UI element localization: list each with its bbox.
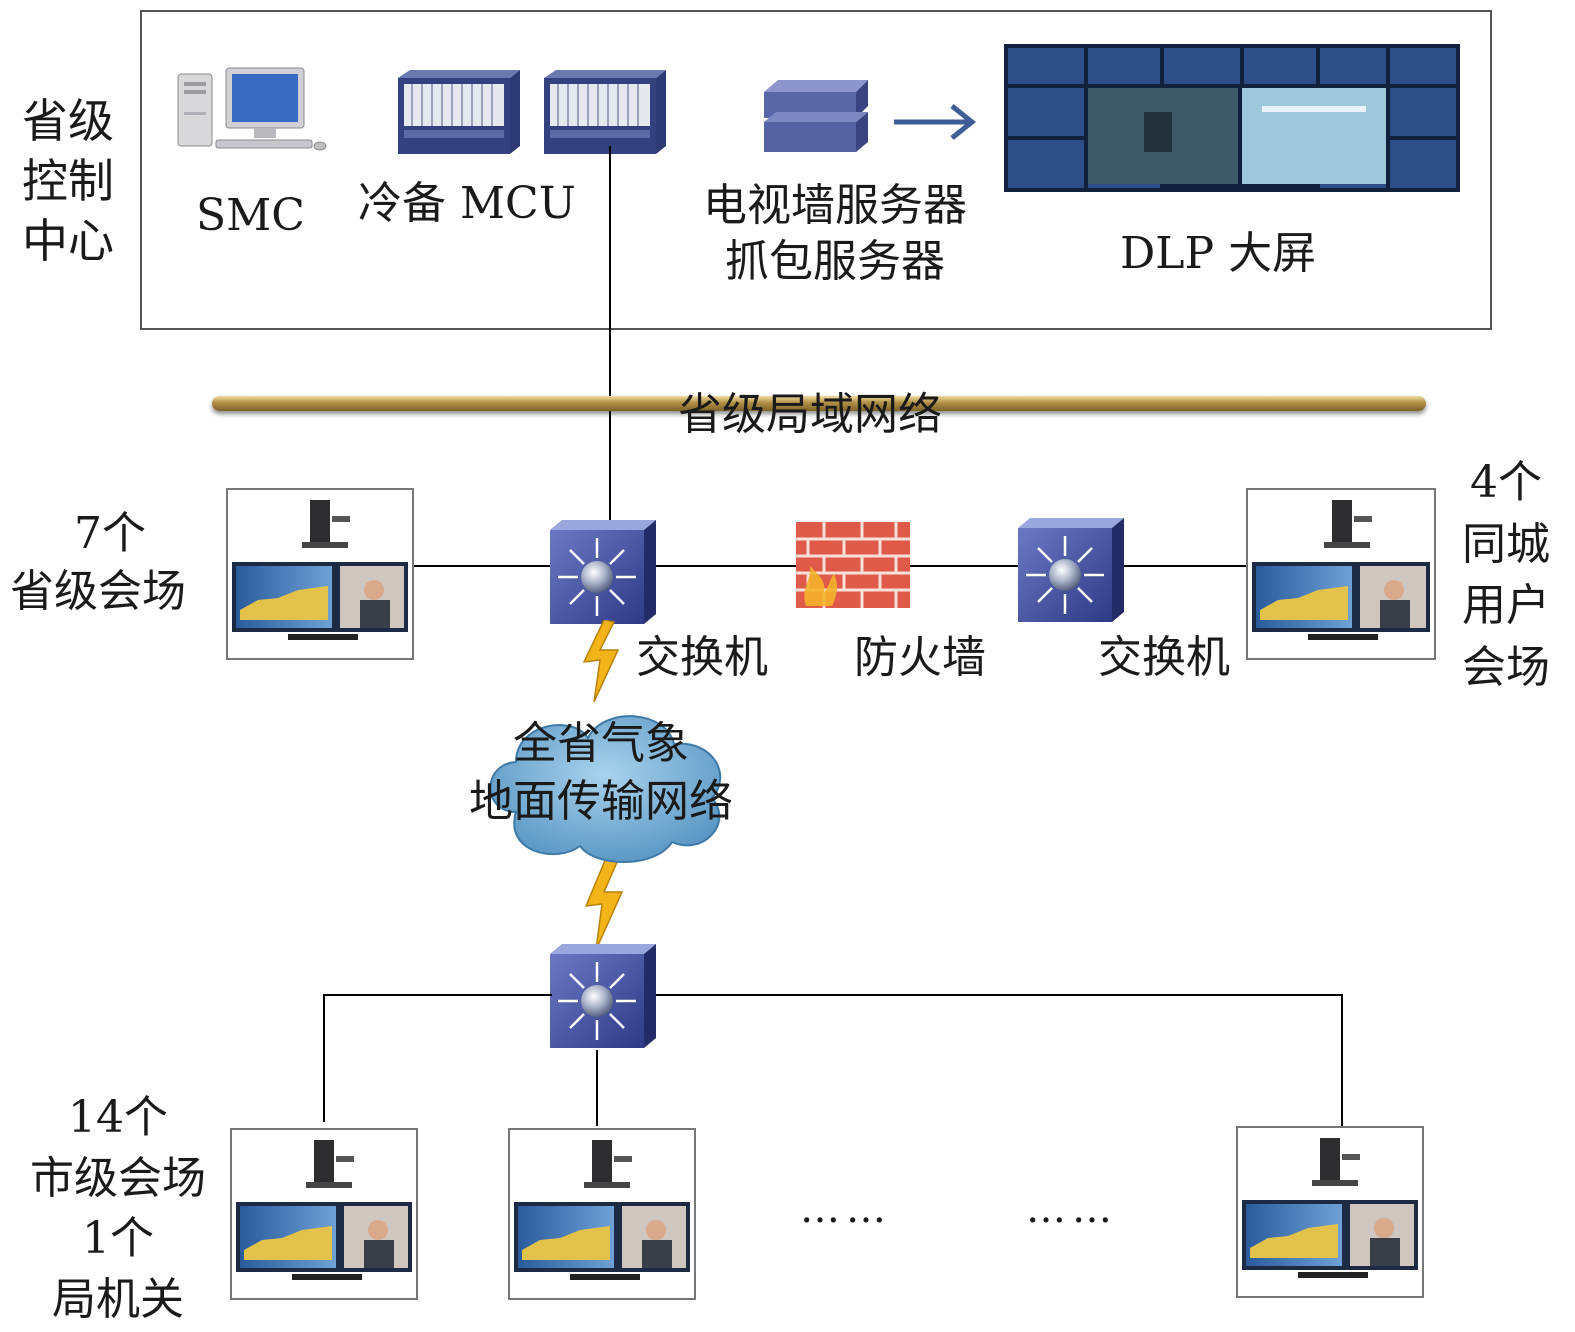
city-users-label: 4个 同城 用户 会场 — [1462, 457, 1550, 693]
computer-icon — [177, 67, 327, 151]
municipal-venue-terminal — [508, 1128, 696, 1300]
arrow-right-icon — [894, 104, 977, 140]
provincial-venue-terminal — [226, 488, 414, 660]
drop-line — [596, 1050, 598, 1126]
municipal-venue-terminal — [230, 1128, 418, 1300]
ellipsis: …… — [800, 1186, 892, 1232]
city-user-terminal — [1246, 488, 1436, 660]
tv-server-label: 电视墙服务器 — [703, 180, 967, 231]
smc-label: SMC — [196, 190, 305, 241]
switch-icon — [550, 944, 656, 1048]
switch-icon — [1018, 518, 1124, 622]
dlp-label: DLP 大屏 — [1120, 228, 1317, 279]
mcu-uplink-line — [609, 146, 611, 526]
link-provincial-to-switch — [414, 565, 554, 567]
ellipsis: …… — [1026, 1186, 1118, 1232]
link-switch-to-firewall — [656, 565, 796, 567]
lightning-link-icon — [584, 858, 624, 950]
mcu-rack-icon — [398, 70, 520, 154]
switch-left-label: 交换机 — [636, 632, 768, 683]
firewall-icon — [796, 522, 910, 608]
wan-label-line2: 地面传输网络 — [469, 776, 733, 827]
provincial-lan-bar — [212, 396, 1426, 411]
municipal-venue-terminal — [1236, 1126, 1424, 1298]
drop-line — [1341, 994, 1343, 1126]
provincial-lan-label: 省级局域网络 — [678, 389, 942, 440]
drop-line — [323, 994, 325, 1122]
control-center-label: 省级 控制 中心 — [22, 94, 114, 268]
switch-icon — [550, 520, 656, 624]
municipal-bus-line — [656, 994, 1343, 996]
switch-right-label: 交换机 — [1098, 632, 1230, 683]
provincial-venues-count: 7个 — [74, 508, 146, 559]
municipal-label: 14个 市级会场 1个 局机关 — [30, 1092, 206, 1326]
cloud-icon — [489, 715, 722, 863]
firewall-label: 防火墙 — [854, 632, 986, 683]
mcu-label: 冷备 MCU — [358, 178, 576, 229]
link-switch-to-city-users — [1124, 565, 1248, 567]
municipal-bus-line — [323, 994, 552, 996]
mcu-rack-icon — [544, 70, 666, 154]
control-center-box — [140, 10, 1492, 330]
provincial-venues-label: 省级会场 — [10, 566, 186, 617]
wan-label-line1: 全省气象 — [513, 718, 689, 769]
server-icon — [764, 80, 868, 152]
dlp-screen-wall-icon — [1004, 44, 1460, 192]
capture-server-label: 抓包服务器 — [725, 236, 945, 287]
link-firewall-to-switch — [910, 565, 1022, 567]
lightning-link-icon — [582, 620, 620, 702]
